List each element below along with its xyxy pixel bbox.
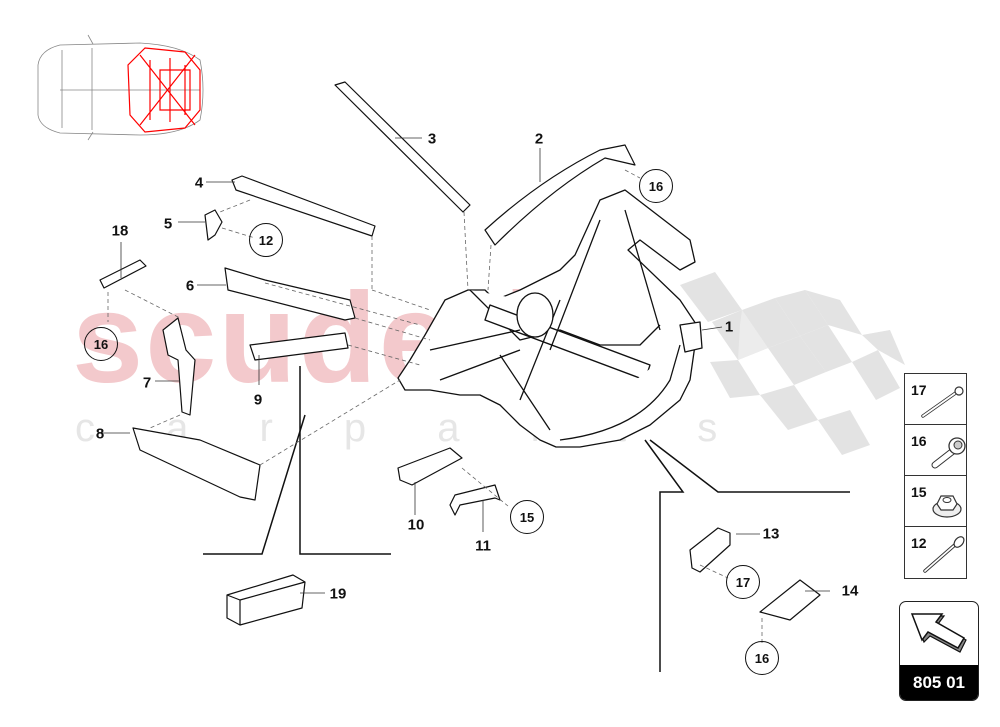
callout-13[interactable]: 13 (762, 525, 780, 543)
part-11 (449, 484, 501, 516)
part-18 (99, 259, 147, 289)
legend-label: 16 (911, 433, 927, 449)
circled-ref-12[interactable]: 12 (249, 223, 283, 257)
bolt-icon (921, 386, 964, 418)
legend-label: 17 (911, 382, 927, 398)
callout-14[interactable]: 14 (841, 582, 859, 600)
part-5 (204, 209, 223, 241)
circled-ref-16-bottom[interactable]: 16 (745, 641, 779, 675)
callout-2[interactable]: 2 (534, 130, 544, 148)
legend-label: 15 (911, 484, 927, 500)
callout-3[interactable]: 3 (427, 130, 437, 148)
part-8 (132, 427, 261, 501)
vehicle-thumbnail-highlight (127, 47, 201, 133)
callout-5[interactable]: 5 (163, 215, 173, 233)
callout-8[interactable]: 8 (95, 425, 105, 443)
callout-6[interactable]: 6 (185, 277, 195, 295)
legend-item-15[interactable]: 15 (905, 476, 966, 527)
part-14 (759, 579, 821, 621)
flange-nut-icon (932, 495, 962, 518)
callout-11[interactable]: 11 (475, 537, 491, 555)
part-1-chassis (397, 189, 703, 448)
callout-1[interactable]: 1 (724, 318, 734, 336)
part-9 (249, 332, 349, 361)
leader-lines (100, 137, 830, 594)
detail-break-lines (203, 366, 850, 672)
part-3 (334, 81, 471, 213)
vehicle-thumbnail (37, 34, 204, 141)
callout-9[interactable]: 9 (253, 391, 263, 409)
part-7 (162, 317, 196, 416)
dashed-assembly-lines (107, 169, 763, 643)
callout-18[interactable]: 18 (111, 222, 129, 240)
part-2 (484, 144, 636, 246)
legend-item-17[interactable]: 17 (905, 374, 966, 425)
circled-ref-16-left[interactable]: 16 (84, 327, 118, 361)
callout-19[interactable]: 19 (329, 585, 347, 603)
callout-4[interactable]: 4 (194, 174, 204, 192)
back-navigation-button[interactable]: 805 01 (899, 601, 979, 701)
part-10 (397, 447, 463, 486)
arrow-back-icon (910, 613, 967, 653)
callout-7[interactable]: 7 (142, 374, 152, 392)
part-6 (224, 267, 356, 321)
part-4 (231, 175, 376, 237)
legend-item-12[interactable]: 12 (905, 527, 966, 578)
circled-ref-17[interactable]: 17 (726, 565, 760, 599)
circled-ref-16-top[interactable]: 16 (639, 169, 673, 203)
stud-nut-icon (931, 437, 966, 469)
legend-label: 12 (911, 535, 927, 551)
part-13 (689, 527, 731, 573)
legend-item-16[interactable]: 16 (905, 425, 966, 476)
fastener-legend: 17 16 15 12 (904, 373, 967, 579)
screw-icon (923, 536, 965, 573)
callout-10[interactable]: 10 (407, 516, 425, 534)
circled-ref-15[interactable]: 15 (510, 500, 544, 534)
diagram-code: 805 01 (900, 665, 978, 700)
checkered-flag-watermark (680, 272, 905, 455)
